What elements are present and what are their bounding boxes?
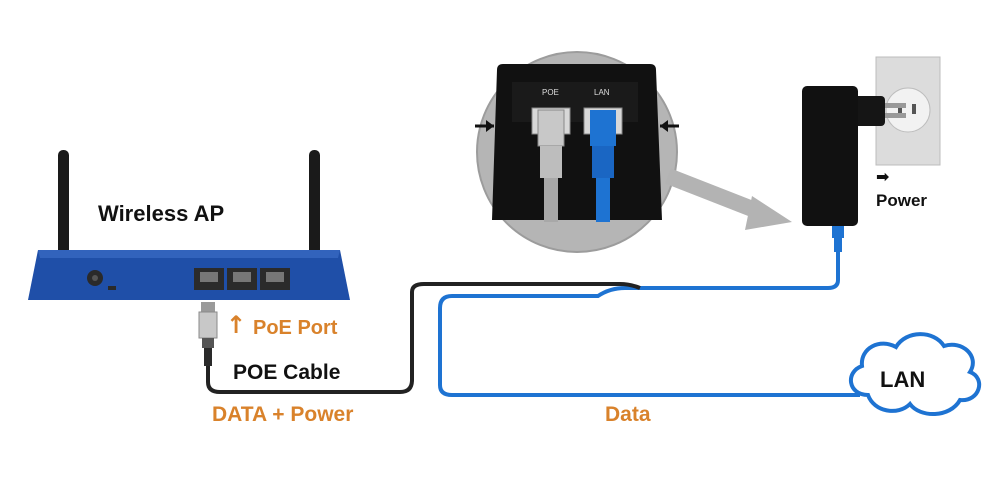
poe-cable-line [206, 282, 641, 394]
zoom-pointer-arrow [665, 168, 792, 230]
jack-poe-label: POE [542, 88, 559, 97]
data-power-label: DATA + Power [212, 403, 354, 426]
lan-label: LAN [880, 367, 926, 392]
power-label: Power [876, 191, 928, 210]
wireless-ap-label: Wireless AP [98, 201, 225, 226]
data-cable [438, 250, 860, 397]
poe-injector [802, 86, 906, 252]
poe-port-arrow-icon: ↑ [226, 311, 247, 339]
zoom-inset [475, 51, 679, 253]
poe-port-label: PoE Port [253, 317, 338, 339]
poe-plug [198, 302, 218, 366]
lan-cloud [849, 332, 982, 417]
data-label: Data [605, 403, 651, 426]
power-arrow-icon: ➡ [876, 167, 890, 186]
wall-outlet [875, 56, 941, 166]
jack-lan-label: LAN [594, 88, 610, 97]
wireless-ap-router [28, 150, 350, 300]
poe-cable-label: POE Cable [233, 361, 341, 384]
